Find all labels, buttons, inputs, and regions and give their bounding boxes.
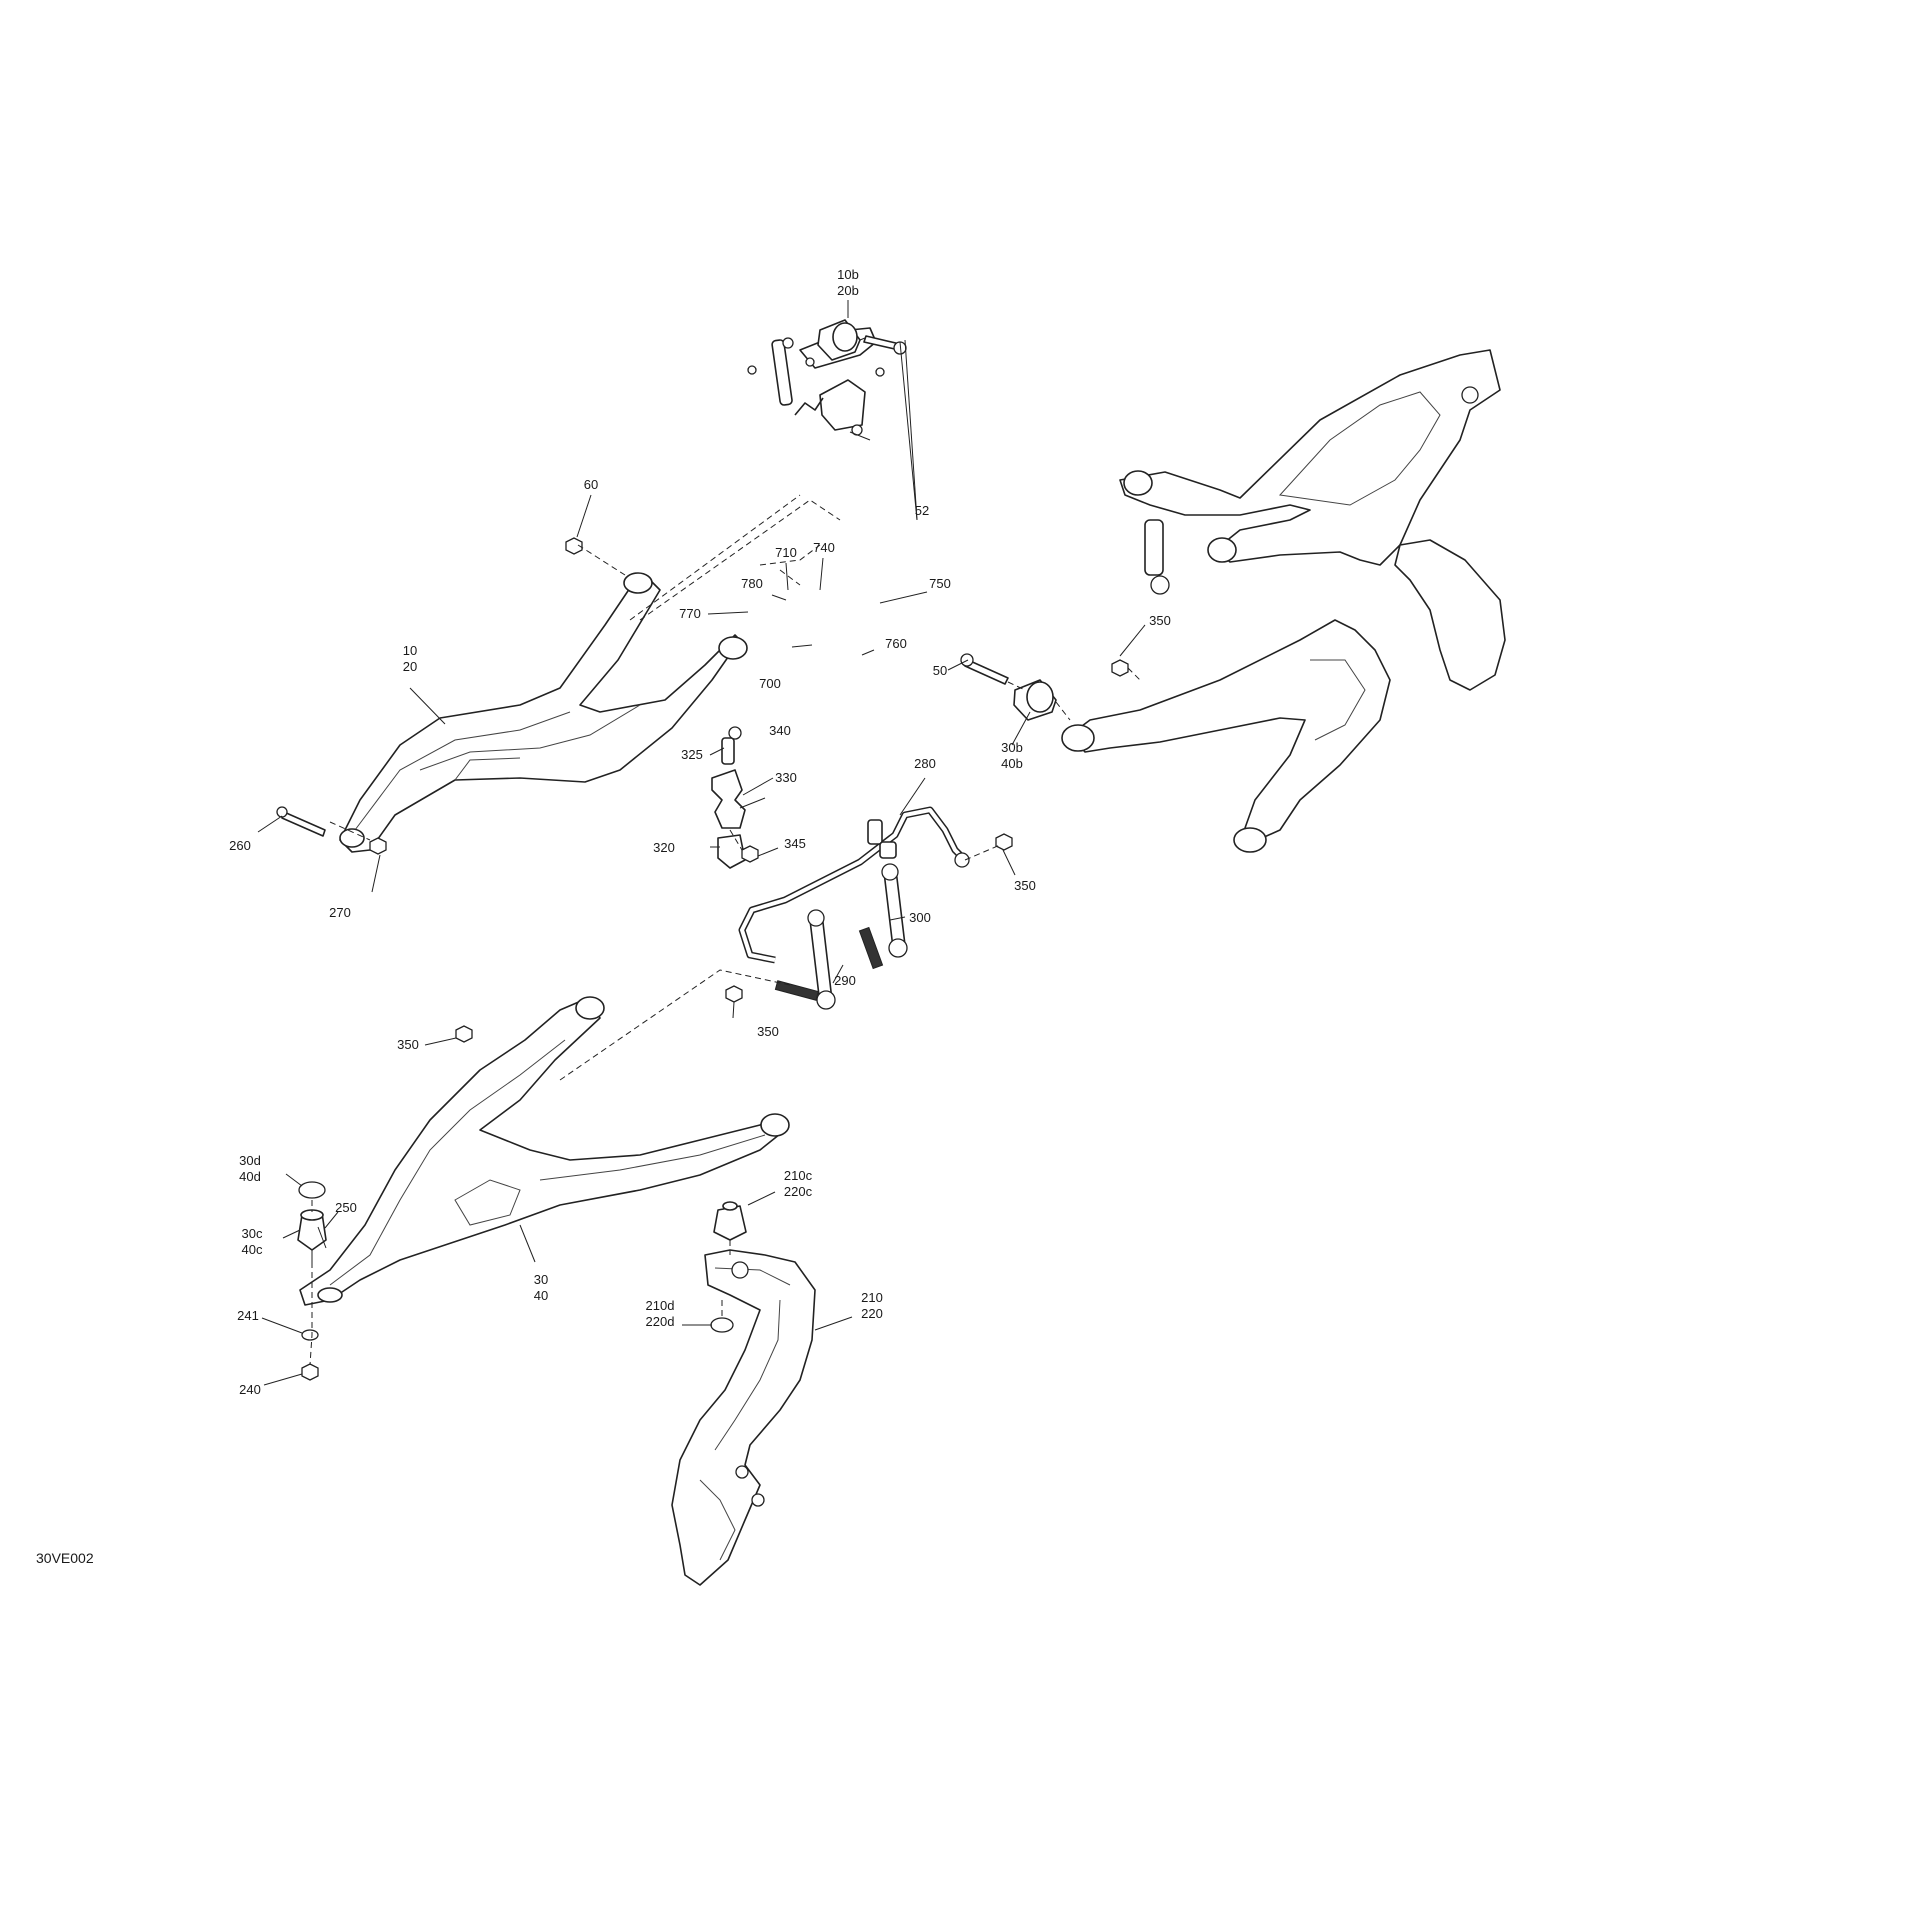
callout-320: 320 [653,840,675,855]
callout-350-upper-right: 350 [1149,613,1171,628]
assembled-suspension-unit [1061,349,1506,853]
stabilizer-bar [738,806,970,964]
callout-241: 241 [237,1308,259,1323]
leader-lines [257,300,1146,1386]
callout-50: 50 [932,663,948,678]
knuckle-upright [671,1249,816,1586]
callout-770: 770 [679,606,701,621]
callout-260: 260 [229,838,251,853]
callout-740: 740 [813,540,835,555]
callout-330: 330 [775,770,797,785]
callout-780: 780 [741,576,763,591]
callout-700: 700 [759,676,781,691]
callout-350-left: 350 [397,1037,419,1052]
callout-350-lower: 350 [757,1024,779,1039]
callout-60: 60 [583,477,599,492]
bracket-assembly [711,726,746,869]
stabilizer-links [774,863,908,1010]
drawing-reference-code: 30VE002 [36,1550,94,1566]
callout-240: 240 [239,1382,261,1397]
callout-710: 710 [775,545,797,560]
callout-300: 300 [909,910,931,925]
bushing-10b [817,319,907,361]
callout-250: 250 [335,1200,357,1215]
callout-750: 750 [929,576,951,591]
lower-control-arm [299,996,790,1306]
callout-350-stabilizer: 350 [1014,878,1036,893]
callout-345: 345 [784,836,806,851]
callout-325: 325 [681,747,703,762]
callout-280: 280 [914,756,936,771]
bushing-30b [960,653,1057,721]
ball-joints-and-hardware [276,537,1129,1381]
callout-290: 290 [834,973,856,988]
upper-control-arm [339,572,748,853]
callout-760: 760 [885,636,907,651]
callout-340: 340 [769,723,791,738]
assembly-lines [309,337,1141,1366]
callout-52: 52 [914,503,930,518]
callout-270: 270 [329,905,351,920]
